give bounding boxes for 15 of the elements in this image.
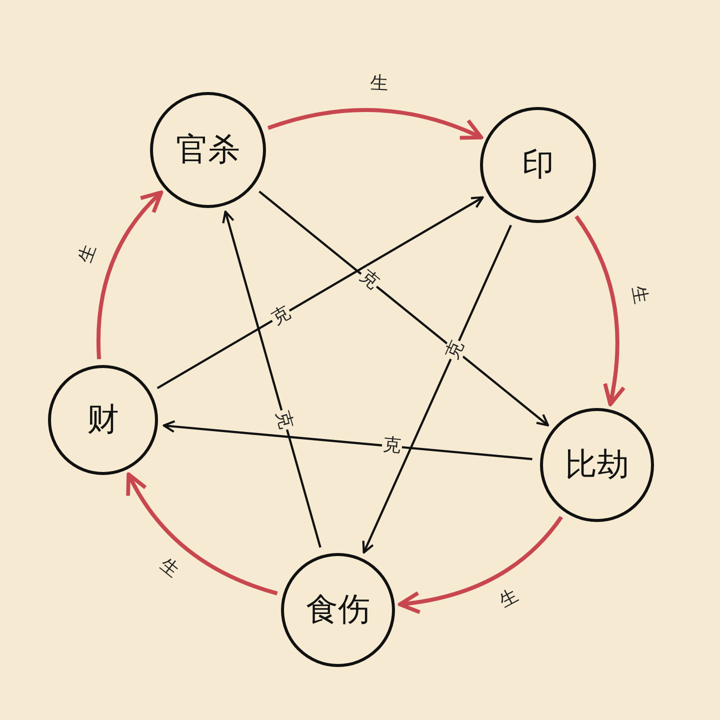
arrow <box>267 108 484 140</box>
arrow <box>96 190 164 360</box>
arrow <box>258 190 550 426</box>
circle-node: 比劫 <box>540 408 654 522</box>
arrow <box>126 472 278 596</box>
circle-node: 官杀 <box>150 92 266 208</box>
arrow <box>362 224 512 554</box>
arrow <box>222 210 322 548</box>
circle-node: 食伤 <box>281 553 395 667</box>
arrow <box>398 516 563 614</box>
circle-node: 印 <box>480 107 596 223</box>
circle-node: 财 <box>48 365 158 475</box>
arrow <box>162 420 532 460</box>
arrow <box>574 215 626 406</box>
arrow <box>156 196 484 390</box>
